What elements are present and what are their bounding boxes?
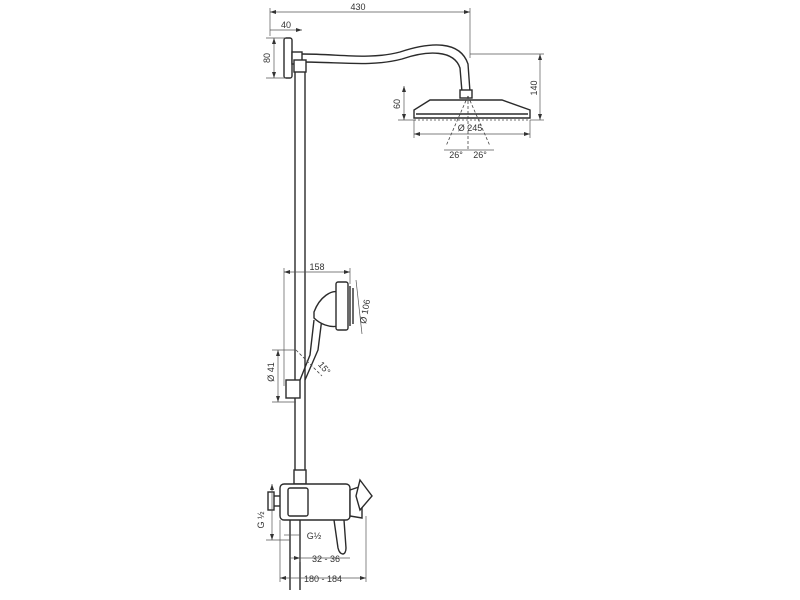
thermostatic-mixer <box>267 469 373 590</box>
dim-label-hose-diameter: Ø 41 <box>266 362 276 382</box>
dim-label-tilt-right: 26° <box>473 150 487 160</box>
riser-pipe <box>293 59 307 470</box>
dim-label-flange-height: 80 <box>262 53 272 63</box>
dim-label-wall-offset: 40 <box>281 20 291 30</box>
dim-label-tilt-left: 26° <box>449 150 463 160</box>
dim-label-arm-length: 430 <box>350 2 365 12</box>
dim-label-inlet-spacing: 32 - 36 <box>312 554 340 564</box>
dim-label-inlet-thread: G ½ <box>256 511 266 529</box>
dim-label-head-diameter: Ø 245 <box>458 123 483 133</box>
dim-label-head-height: 60 <box>392 99 402 109</box>
dim-label-mixer-depth: 180 - 184 <box>304 574 342 584</box>
hand-shower <box>285 281 354 399</box>
dim-label-head-drop: 140 <box>529 80 539 95</box>
shower-arm <box>301 44 471 93</box>
shower-head <box>413 89 531 121</box>
dimension-lines <box>266 8 544 582</box>
dimension-arrows <box>270 10 542 580</box>
dim-label-hand-diameter: Ø 106 <box>358 299 372 325</box>
dim-label-outlet-thread: G½ <box>307 531 322 541</box>
dim-label-hand-reach: 158 <box>309 262 324 272</box>
dim-label-hand-tilt: 15° <box>316 360 333 377</box>
